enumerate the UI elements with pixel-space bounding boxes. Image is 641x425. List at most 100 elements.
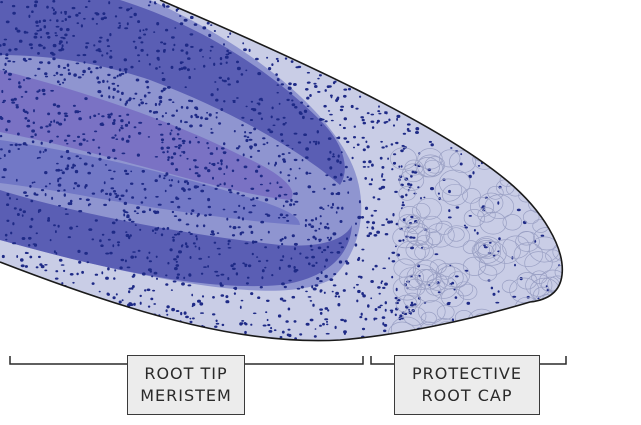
- nucleus-dot: [333, 22, 336, 27]
- nucleus-dot: [279, 259, 284, 262]
- nucleus-dot: [324, 307, 329, 310]
- nucleus-dot: [178, 144, 182, 147]
- nucleus-dot: [53, 74, 56, 77]
- nucleus-dot: [310, 17, 315, 21]
- nucleus-dot: [180, 105, 184, 109]
- nucleus-dot: [261, 276, 264, 280]
- nucleus-dot: [100, 328, 102, 331]
- nucleus-dot: [114, 192, 118, 195]
- nucleus-dot: [175, 109, 178, 112]
- nucleus-dot: [136, 332, 140, 335]
- nucleus-dot: [10, 231, 13, 235]
- nucleus-dot: [385, 218, 388, 221]
- nucleus-dot: [67, 236, 72, 239]
- nucleus-dot: [278, 102, 281, 105]
- cap-cell: [503, 145, 534, 171]
- nucleus-dot: [39, 263, 43, 266]
- nucleus-dot: [197, 4, 201, 7]
- nucleus-dot: [15, 178, 18, 182]
- nucleus-dot: [170, 156, 174, 159]
- nucleus-dot: [316, 130, 319, 134]
- nucleus-dot: [279, 186, 283, 189]
- nucleus-dot: [129, 303, 134, 306]
- nucleus-dot: [239, 21, 242, 24]
- nucleus-dot: [0, 157, 2, 160]
- nucleus-dot: [416, 52, 421, 55]
- nucleus-dot: [381, 166, 385, 169]
- nucleus-dot: [486, 109, 489, 113]
- nucleus-dot: [146, 328, 150, 332]
- nucleus-dot: [92, 138, 95, 142]
- nucleus-dot: [343, 26, 346, 30]
- nucleus-dot: [61, 171, 65, 175]
- nucleus-dot: [364, 177, 368, 180]
- nucleus-dot: [216, 232, 220, 235]
- nucleus-dot: [128, 218, 132, 222]
- nucleus-dot: [349, 69, 353, 73]
- cap-cell: [418, 299, 446, 324]
- nucleus-dot: [219, 284, 224, 287]
- nucleus-dot: [42, 92, 46, 96]
- nucleus-dot: [284, 0, 288, 2]
- nucleus-dot: [330, 25, 333, 29]
- nucleus-dot: [329, 278, 334, 281]
- nucleus-dot: [271, 43, 275, 46]
- nucleus-dot: [277, 154, 281, 158]
- nucleus-dot: [336, 159, 340, 163]
- nucleus-dot: [350, 67, 353, 70]
- nucleus-dot: [160, 146, 164, 150]
- nucleus-dot: [133, 302, 136, 306]
- nucleus-dot: [1, 176, 6, 179]
- nucleus-dot: [280, 83, 284, 86]
- nucleus-dot: [368, 343, 371, 345]
- nucleus-dot: [40, 327, 44, 329]
- nucleus-dot: [323, 8, 327, 11]
- nucleus-dot: [74, 169, 79, 174]
- nucleus-dot: [548, 206, 552, 210]
- nucleus-dot: [22, 210, 26, 214]
- nucleus-dot: [125, 211, 129, 214]
- nucleus-dot: [169, 332, 172, 337]
- nucleus-dot: [87, 151, 91, 154]
- nucleus-dot: [139, 301, 142, 305]
- nucleus-dot: [367, 26, 371, 29]
- nucleus-dot: [209, 233, 214, 236]
- nucleus-dot: [246, 276, 250, 279]
- nucleus-dot: [342, 180, 346, 182]
- nucleus-dot: [289, 92, 293, 95]
- nucleus-dot: [235, 3, 240, 5]
- nucleus-dot: [377, 95, 380, 98]
- nucleus-dot: [185, 44, 189, 47]
- nucleus-dot: [278, 41, 281, 44]
- nucleus-dot: [299, 252, 302, 255]
- nucleus-dot: [65, 167, 69, 171]
- nucleus-dot: [384, 308, 387, 312]
- nucleus-dot: [109, 33, 112, 37]
- nucleus-dot: [332, 232, 337, 236]
- nucleus-dot: [20, 318, 24, 321]
- nucleus-dot: [49, 239, 52, 242]
- nucleus-dot: [172, 101, 175, 103]
- nucleus-dot: [332, 38, 337, 41]
- nucleus-dot: [538, 58, 542, 62]
- nucleus-dot: [159, 100, 163, 104]
- nucleus-dot: [118, 197, 122, 201]
- nucleus-dot: [260, 239, 263, 241]
- nucleus-dot: [1, 101, 5, 104]
- nucleus-dot: [33, 192, 37, 196]
- nucleus-dot: [133, 126, 137, 129]
- nucleus-dot: [168, 179, 171, 182]
- nucleus-dot: [94, 219, 98, 222]
- nucleus-dot: [54, 32, 57, 34]
- nucleus-dot: [319, 206, 323, 210]
- nucleus-dot: [464, 331, 467, 335]
- nucleus-dot: [47, 61, 51, 65]
- nucleus-dot: [16, 255, 19, 258]
- nucleus-dot: [243, 7, 247, 10]
- nucleus-dot: [118, 73, 122, 77]
- nucleus-dot: [371, 226, 374, 230]
- nucleus-dot: [448, 189, 451, 194]
- nucleus-dot: [413, 57, 417, 60]
- nucleus-dot: [186, 181, 190, 185]
